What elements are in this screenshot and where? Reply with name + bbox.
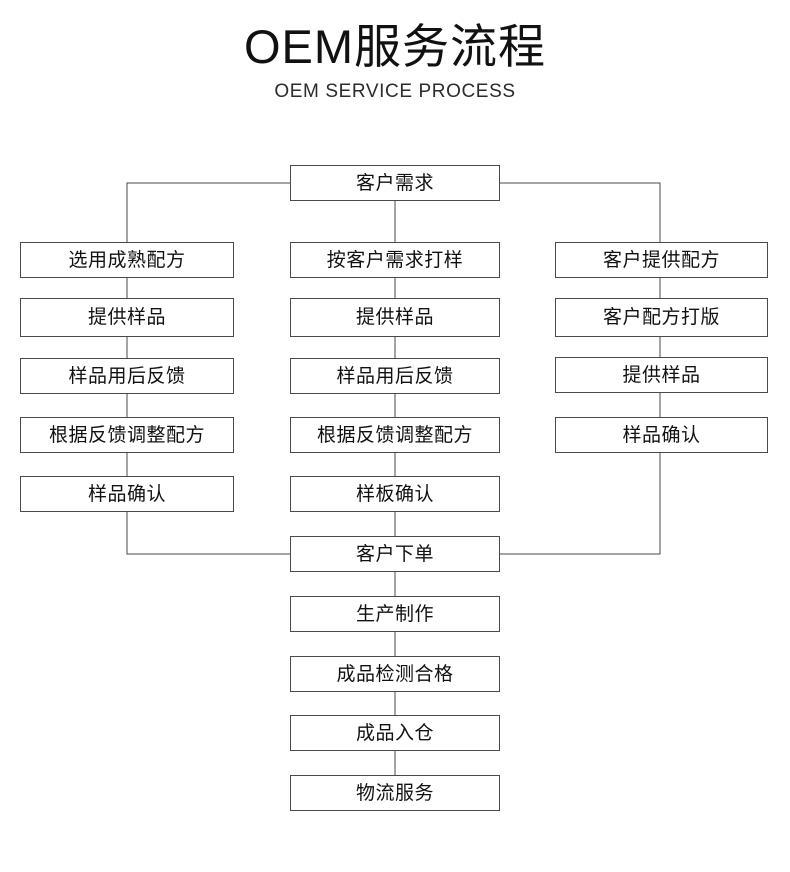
node-label: 成品检测合格 xyxy=(336,663,454,685)
node-left-sample-confirm[interactable]: 样品确认 xyxy=(20,476,234,512)
node-right-customer-formula[interactable]: 客户提供配方 xyxy=(555,242,768,278)
node-warehouse-in[interactable]: 成品入仓 xyxy=(290,715,500,751)
node-middle-provide-sample[interactable]: 提供样品 xyxy=(290,298,500,337)
node-quality-inspection[interactable]: 成品检测合格 xyxy=(290,656,500,692)
node-label: 客户提供配方 xyxy=(602,249,720,271)
edge-start-to-right xyxy=(500,182,661,242)
node-customer-requirement[interactable]: 客户需求 xyxy=(290,165,500,201)
node-right-provide-sample[interactable]: 提供样品 xyxy=(555,357,768,393)
edge-right-to-order xyxy=(500,453,661,555)
node-label: 根据反馈调整配方 xyxy=(48,424,205,446)
node-middle-adjust-formula[interactable]: 根据反馈调整配方 xyxy=(290,417,500,453)
node-label: 根据反馈调整配方 xyxy=(316,424,473,446)
node-label: 样品用后反馈 xyxy=(336,365,454,387)
node-right-sample-confirm[interactable]: 样品确认 xyxy=(555,417,768,453)
edge-start-to-left xyxy=(126,182,290,242)
node-label: 样品确认 xyxy=(87,483,166,505)
node-production[interactable]: 生产制作 xyxy=(290,596,500,632)
page-subtitle: OEM SERVICE PROCESS xyxy=(274,81,516,102)
node-label: 样板确认 xyxy=(355,483,434,505)
node-label: 客户需求 xyxy=(355,172,434,194)
node-label: 提供样品 xyxy=(87,307,166,328)
node-label: 提供样品 xyxy=(355,307,434,328)
node-label: 物流服务 xyxy=(355,782,434,804)
edge-left-to-order xyxy=(126,512,290,555)
header: OEM服务流程 OEM SERVICE PROCESS xyxy=(0,18,790,105)
node-label: 提供样品 xyxy=(622,364,701,386)
node-label: 选用成熟配方 xyxy=(68,249,186,271)
node-label: 客户配方打版 xyxy=(602,307,720,328)
page-title: OEM服务流程 xyxy=(243,20,547,73)
node-customer-order[interactable]: 客户下单 xyxy=(290,536,500,572)
node-label: 样品确认 xyxy=(622,424,701,446)
node-middle-template-confirm[interactable]: 样板确认 xyxy=(290,476,500,512)
node-label: 生产制作 xyxy=(355,603,434,625)
node-logistics-service[interactable]: 物流服务 xyxy=(290,775,500,811)
node-label: 成品入仓 xyxy=(355,722,434,744)
node-label: 样品用后反馈 xyxy=(68,365,186,387)
node-label: 客户下单 xyxy=(355,543,434,565)
node-left-provide-sample[interactable]: 提供样品 xyxy=(20,298,234,337)
node-left-mature-formula[interactable]: 选用成熟配方 xyxy=(20,242,234,278)
node-middle-sample-by-request[interactable]: 按客户需求打样 xyxy=(290,242,500,278)
node-label: 按客户需求打样 xyxy=(326,249,464,271)
node-left-sample-feedback[interactable]: 样品用后反馈 xyxy=(20,358,234,394)
node-middle-sample-feedback[interactable]: 样品用后反馈 xyxy=(290,358,500,394)
node-right-formula-proofing[interactable]: 客户配方打版 xyxy=(555,298,768,337)
node-left-adjust-formula[interactable]: 根据反馈调整配方 xyxy=(20,417,234,453)
